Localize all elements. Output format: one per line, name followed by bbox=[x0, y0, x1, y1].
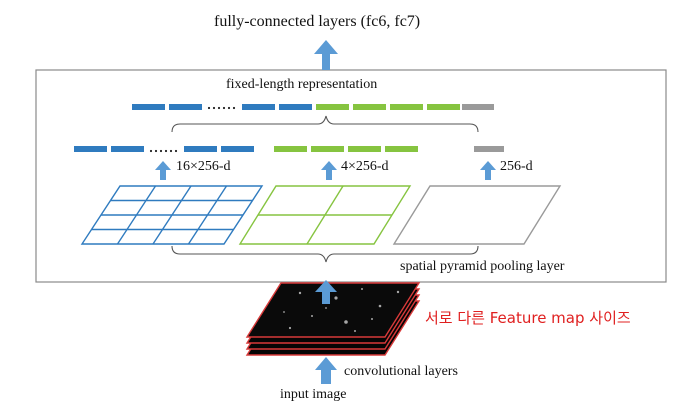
spp-box bbox=[35, 69, 667, 283]
feature-map-stack bbox=[245, 282, 421, 356]
top-brace bbox=[171, 115, 479, 133]
level-label-4x256: 4×256-d bbox=[341, 159, 389, 174]
level-arrow-icon-green bbox=[321, 161, 337, 180]
input-image-label: input image bbox=[280, 387, 347, 402]
level-vector-green bbox=[274, 146, 418, 152]
fully-connected-label: fully-connected layers (fc6, fc7) bbox=[214, 13, 421, 30]
pyramid-grid-1x1 bbox=[392, 185, 562, 245]
spp-layer-label: spatial pyramid pooling layer bbox=[400, 259, 565, 274]
feature-map-arrow-icon bbox=[315, 280, 337, 304]
fixed-length-label: fixed-length representation bbox=[226, 77, 378, 92]
output-arrow-icon bbox=[314, 40, 338, 70]
level-label-256: 256-d bbox=[500, 159, 533, 174]
pyramid-grid-2x2 bbox=[238, 185, 412, 245]
level-vector-blue bbox=[74, 146, 254, 153]
fixed-length-vector bbox=[132, 104, 494, 110]
pyramid-grid-4x4 bbox=[80, 185, 264, 245]
level-arrow-icon-gray bbox=[480, 161, 496, 180]
bottom-brace bbox=[171, 245, 479, 263]
input-arrow-icon bbox=[315, 357, 337, 384]
level-arrow-icon-blue bbox=[155, 161, 171, 180]
conv-layers-label: convolutional layers bbox=[344, 364, 458, 379]
level-vector-gray bbox=[474, 146, 504, 152]
feature-map-size-annotation: 서로 다른 Feature map 사이즈 bbox=[425, 309, 631, 327]
level-label-16x256: 16×256-d bbox=[176, 159, 231, 174]
